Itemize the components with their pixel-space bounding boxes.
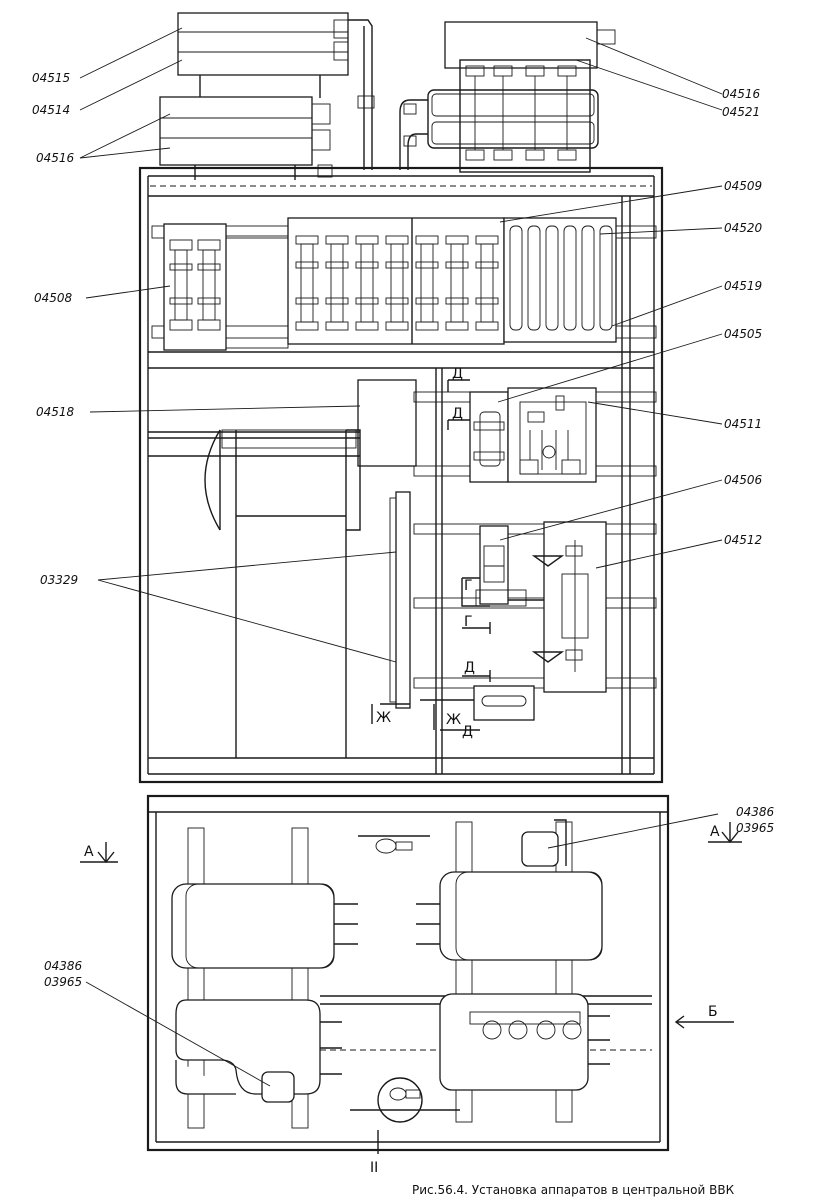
leader-lines — [79, 27, 723, 1087]
section-b: Б — [708, 1004, 718, 1020]
lower-left-apparatus-lower — [175, 999, 342, 1103]
top-left-apparatus-lower — [159, 96, 333, 180]
fuse-element — [527, 225, 541, 331]
section-g-2: Г — [464, 614, 473, 630]
label-03965-left: 03965 — [44, 975, 82, 989]
lower-rails — [187, 821, 573, 1129]
section-arrows — [80, 822, 742, 1154]
fuse-element — [563, 225, 577, 331]
top-left-apparatus-upper — [177, 12, 375, 170]
label-04516-left: 04516 — [36, 151, 75, 165]
section-zh-right: Ж — [446, 712, 461, 728]
label-04515: 04515 — [32, 71, 70, 85]
block-04506 — [461, 525, 527, 607]
fuse-element — [545, 225, 559, 331]
lower-right-apparatus-upper — [416, 871, 603, 961]
coil-element — [355, 235, 379, 331]
coil-element — [385, 235, 409, 331]
label-04518: 04518 — [36, 405, 75, 419]
top-right-apparatus — [399, 21, 616, 173]
section-d-top1: Д — [452, 366, 463, 382]
label-04521: 04521 — [722, 105, 760, 119]
socket-04386-right — [521, 819, 567, 867]
label-04505: 04505 — [724, 327, 762, 341]
lamp-top-center — [375, 838, 413, 854]
fuse-element — [509, 225, 523, 331]
fuse-element — [581, 225, 595, 331]
label-04516-right: 04516 — [722, 87, 761, 101]
coil-element — [445, 235, 469, 331]
label-03329: 03329 — [40, 573, 78, 587]
block-04511 — [507, 387, 597, 483]
section-g-1: Г — [464, 578, 473, 594]
block-04508 — [163, 223, 289, 351]
block-04509 — [287, 217, 505, 345]
view-ii-label: II — [370, 1160, 378, 1176]
coil-element — [325, 235, 349, 331]
lower-right-apparatus-lower — [439, 993, 610, 1091]
block-04520 — [503, 217, 617, 343]
part-labels: 04515 04514 04516 04516 04521 04509 0452… — [32, 71, 775, 989]
label-04520: 04520 — [724, 221, 763, 235]
coil-element — [295, 235, 319, 331]
label-04519: 04519 — [724, 279, 762, 293]
label-04512: 04512 — [724, 533, 762, 547]
bar-03329 — [380, 491, 411, 709]
main-panel-frame — [138, 166, 664, 784]
label-04386-right: 04386 — [736, 805, 775, 819]
label-04506: 04506 — [724, 473, 763, 487]
label-04514: 04514 — [32, 103, 70, 117]
section-a-right: А — [710, 824, 720, 840]
section-d-mid: Д — [464, 660, 475, 676]
section-cuts-upper — [371, 379, 491, 731]
lamp-bottom-circled — [377, 1077, 423, 1123]
label-04508: 04508 — [34, 291, 73, 305]
figure-caption: Рис.56.4. Установка аппаратов в централь… — [412, 1183, 735, 1197]
label-04386-left: 04386 — [44, 959, 83, 973]
section-d-low: Д — [462, 724, 473, 740]
fuse-element — [599, 225, 613, 331]
section-d-top2: Д — [452, 406, 463, 422]
lower-panel-frame — [146, 794, 670, 1152]
label-04511: 04511 — [724, 417, 762, 431]
section-letters: А А Б Д Д Г Г Д Ж Ж Д II — [84, 366, 720, 1176]
block-04518 — [148, 379, 417, 758]
coil-element — [415, 235, 439, 331]
section-a-left: А — [84, 844, 94, 860]
block-04512 — [508, 521, 607, 693]
coil-element — [475, 235, 499, 331]
lower-left-apparatus-upper — [171, 883, 358, 969]
small-resistor-block — [420, 685, 535, 721]
section-zh-left: Ж — [376, 710, 391, 726]
label-04509: 04509 — [724, 179, 762, 193]
label-03965-right: 03965 — [736, 821, 774, 835]
block-04505 — [469, 391, 509, 483]
